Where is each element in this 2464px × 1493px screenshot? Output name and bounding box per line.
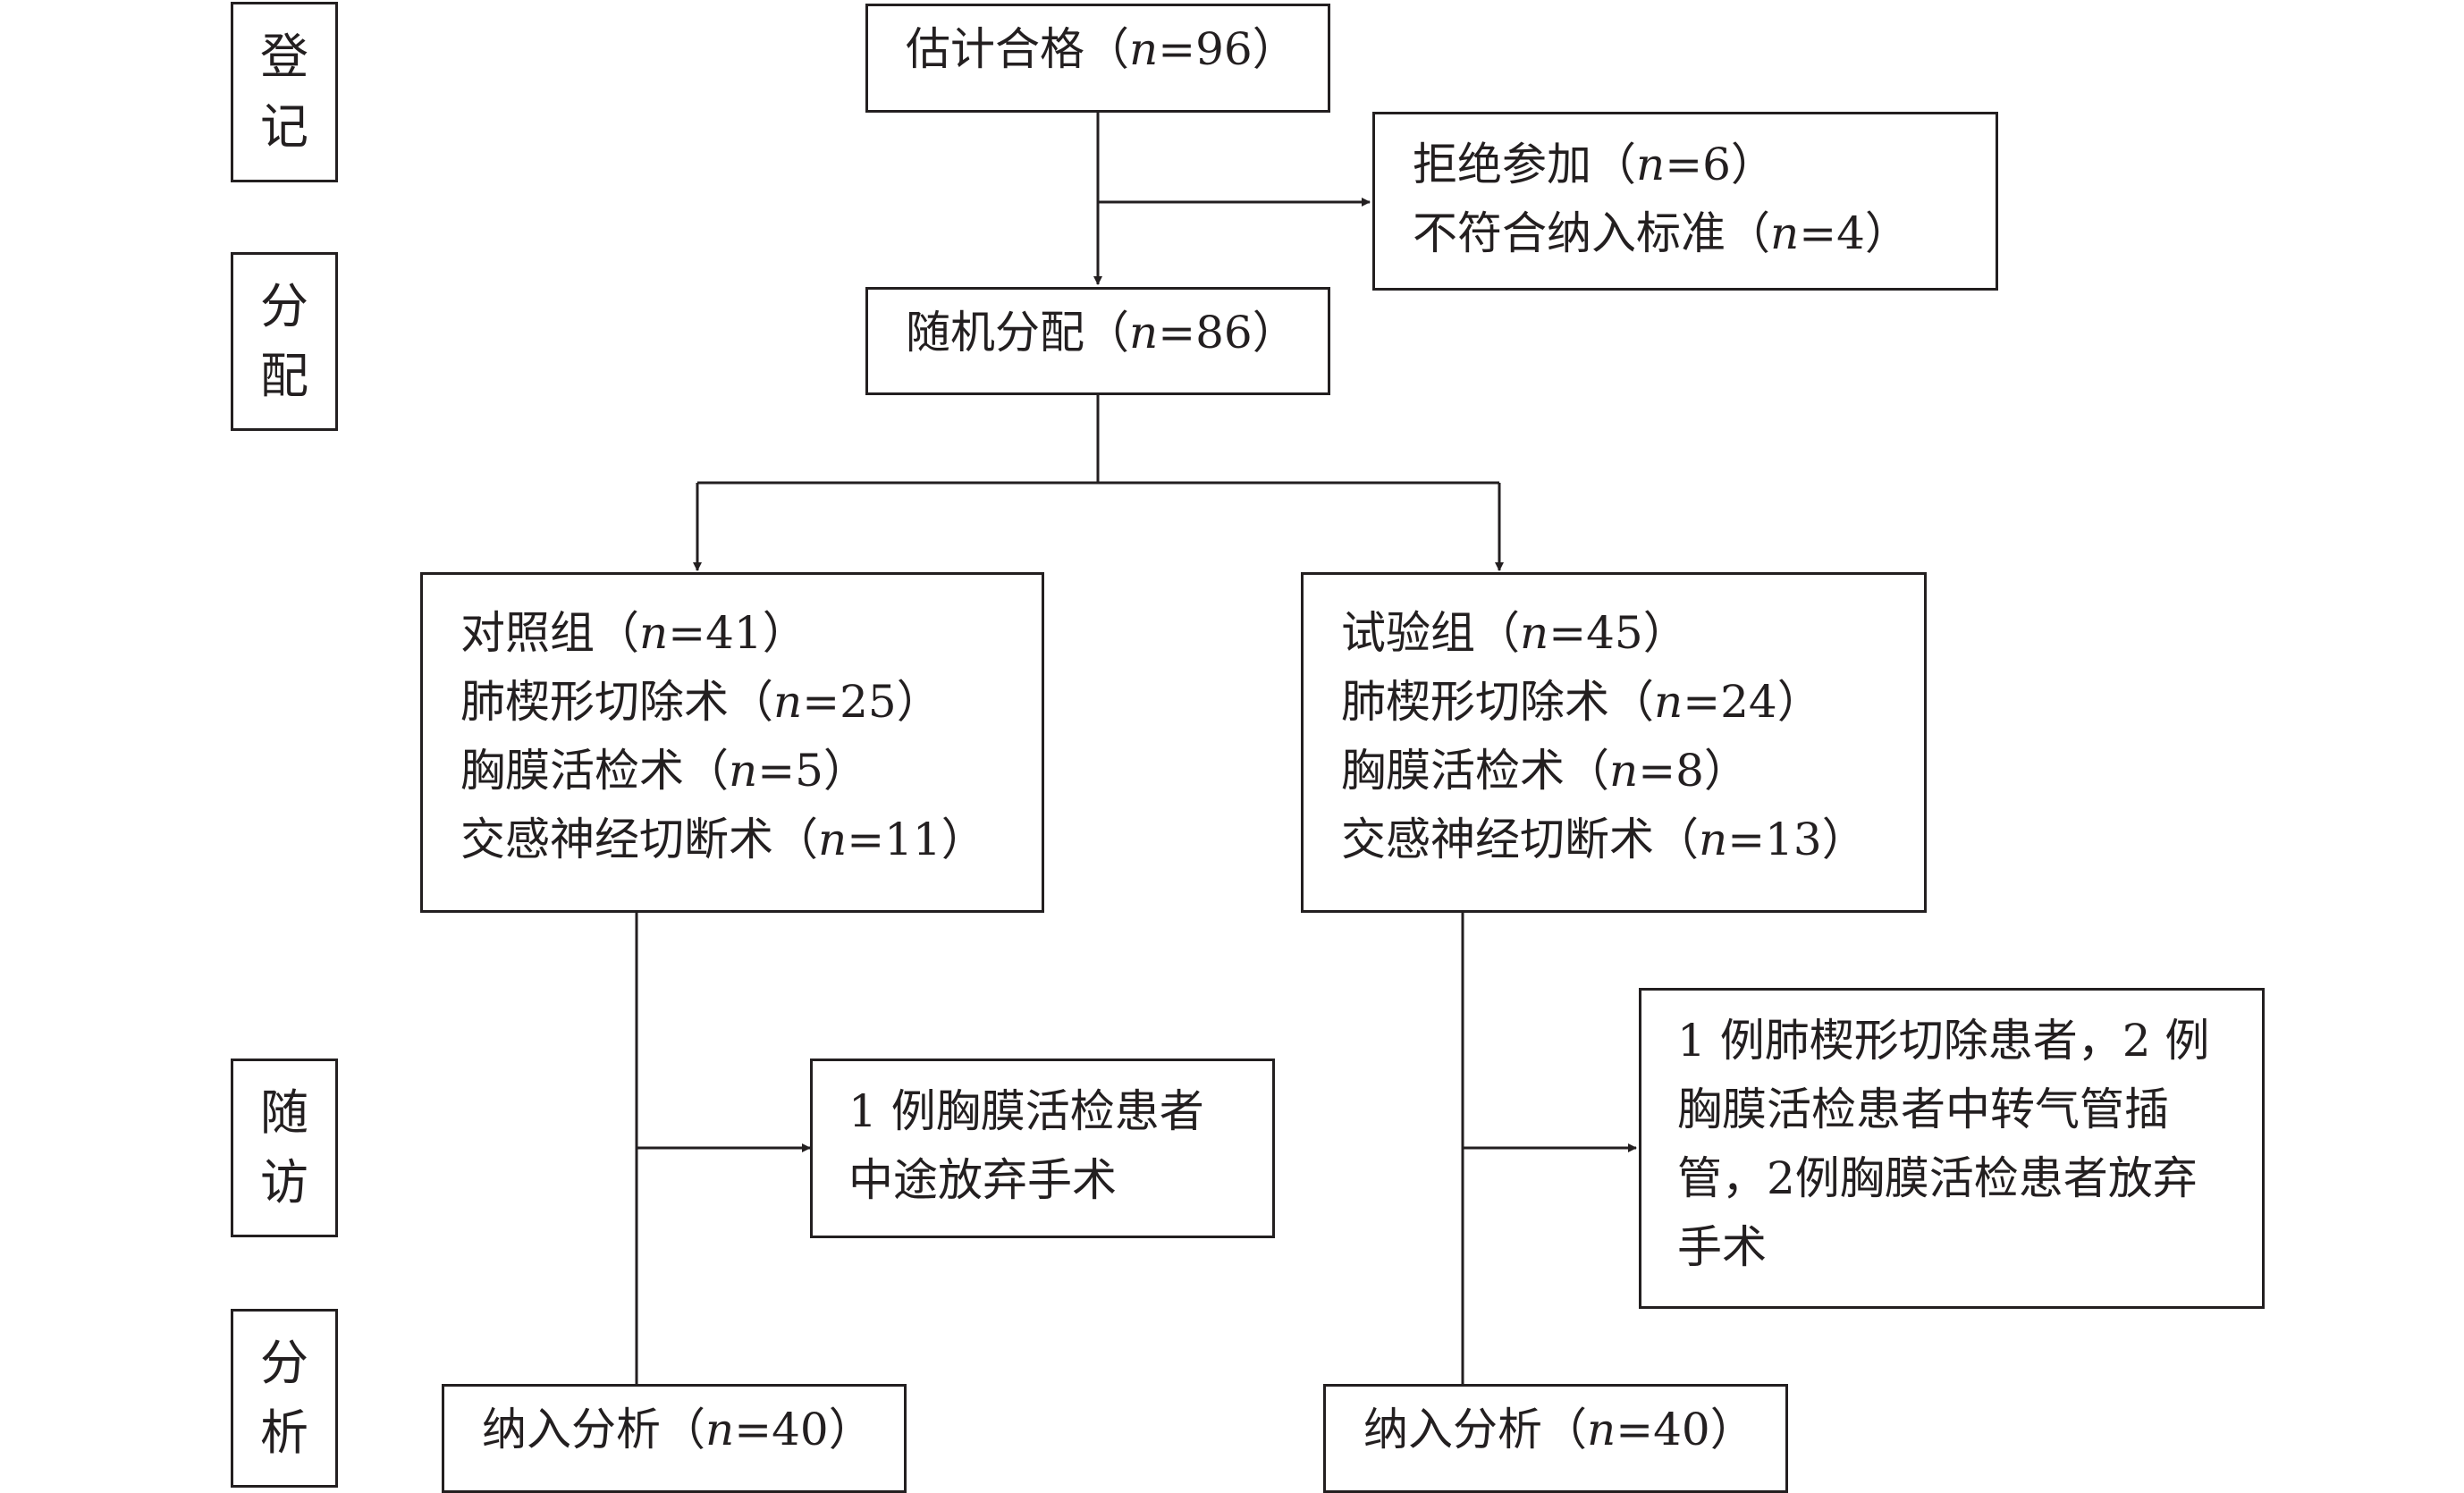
stage-analysis-char-2: 析 [260, 1404, 308, 1461]
assessed-line: 估计合格（n=96） [906, 23, 1297, 75]
stage-allocation-char-2: 配 [260, 348, 308, 404]
trial-analysis-line: 纳入分析（n=40） [1363, 1404, 1755, 1455]
control-wedge-resection: 肺楔形切除术（n=25） [460, 676, 941, 728]
box-excluded: 拒绝参加（n=6） 不符合纳入标准（n=4） [1372, 112, 1998, 291]
box-control-followup: 1 例胸膜活检患者中途放弃手术 [810, 1059, 1275, 1238]
trial-followup-text: 1 例肺楔形切除患者，2 例胸膜活检患者中转气管插管，2例胸膜活检患者放弃手术 [1677, 1015, 2210, 1273]
stage-follow-up-char-2: 访 [260, 1154, 308, 1210]
trial-wedge-resection: 肺楔形切除术（n=24） [1341, 676, 1822, 728]
stage-enrollment: 登 记 [231, 2, 338, 182]
excluded-ineligible-line: 不符合纳入标准（n=4） [1413, 207, 1910, 259]
box-randomized: 随机分配（n=86） [865, 287, 1330, 395]
stage-allocation-char-1: 分 [260, 277, 308, 334]
control-analysis-line: 纳入分析（n=40） [482, 1404, 873, 1455]
box-assessed-eligible: 估计合格（n=96） [865, 4, 1330, 113]
control-pleural-biopsy: 胸膜活检术（n=5） [460, 745, 868, 797]
stage-analysis-char-1: 分 [260, 1334, 308, 1391]
stage-analysis: 分 析 [231, 1309, 338, 1488]
stage-enrollment-char-1: 登 [260, 28, 308, 85]
trial-pleural-biopsy: 胸膜活检术（n=8） [1341, 745, 1749, 797]
excluded-declined-line: 拒绝参加（n=6） [1413, 139, 1776, 190]
control-followup-text: 1 例胸膜活检患者中途放弃手术 [848, 1085, 1204, 1206]
box-control-analysis: 纳入分析（n=40） [442, 1384, 907, 1493]
box-control-group: 对照组（n=41） 肺楔形切除术（n=25） 胸膜活检术（n=5） 交感神经切断… [420, 572, 1044, 913]
trial-group-title: 试验组（n=45） [1341, 607, 1688, 659]
randomized-line: 随机分配（n=86） [906, 307, 1297, 358]
box-trial-group: 试验组（n=45） 肺楔形切除术（n=24） 胸膜活检术（n=8） 交感神经切断… [1301, 572, 1927, 913]
control-sympathectomy: 交感神经切断术（n=11） [460, 814, 986, 865]
stage-follow-up-char-1: 随 [260, 1084, 308, 1141]
stage-enrollment-char-2: 记 [260, 98, 308, 155]
control-group-title: 对照组（n=41） [460, 607, 807, 659]
box-trial-analysis: 纳入分析（n=40） [1323, 1384, 1788, 1493]
trial-sympathectomy: 交感神经切断术（n=13） [1341, 814, 1867, 865]
stage-follow-up: 随 访 [231, 1059, 338, 1237]
box-trial-followup: 1 例肺楔形切除患者，2 例胸膜活检患者中转气管插管，2例胸膜活检患者放弃手术 [1639, 988, 2265, 1309]
stage-allocation: 分 配 [231, 252, 338, 431]
